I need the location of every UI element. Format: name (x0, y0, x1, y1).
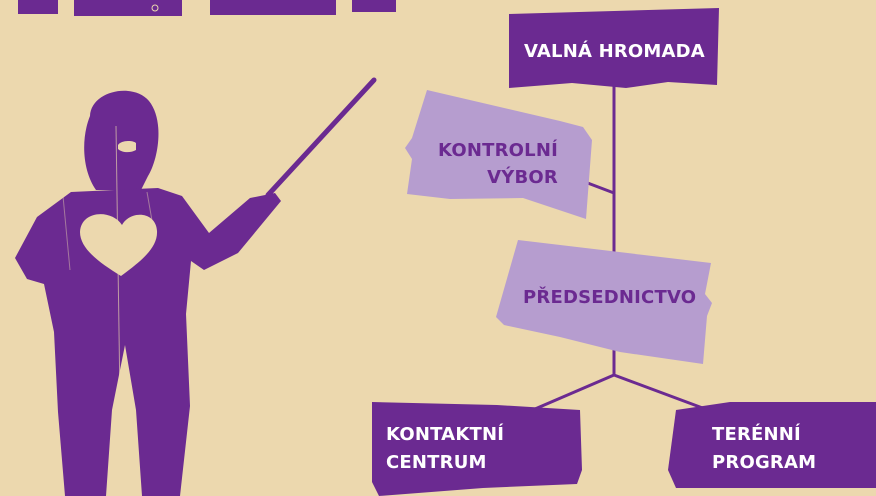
node-contact-center (372, 402, 582, 496)
node-field-program (668, 402, 876, 488)
general-assembly-label: VALNÁ HROMADA (524, 41, 705, 62)
control-committee-label: KONTROLNÍ VÝBOR (438, 140, 558, 188)
contact-center-label: KONTAKTNÍ CENTRUM (386, 424, 505, 473)
presenter-body (15, 188, 281, 496)
heart-shape (80, 214, 158, 276)
torn-paper-strip (18, 0, 396, 16)
field-program-label: TERÉNNÍ PROGRAM (712, 424, 817, 473)
presenter-head (84, 90, 159, 190)
presidium-label: PŘEDSEDNICTVO (523, 287, 697, 308)
presenter-figure (15, 77, 377, 496)
node-control-committee (405, 90, 592, 219)
pointer-stick (265, 77, 377, 198)
presenter-eye (118, 140, 136, 153)
node-general-assembly (509, 8, 719, 88)
node-presidium (496, 240, 712, 364)
